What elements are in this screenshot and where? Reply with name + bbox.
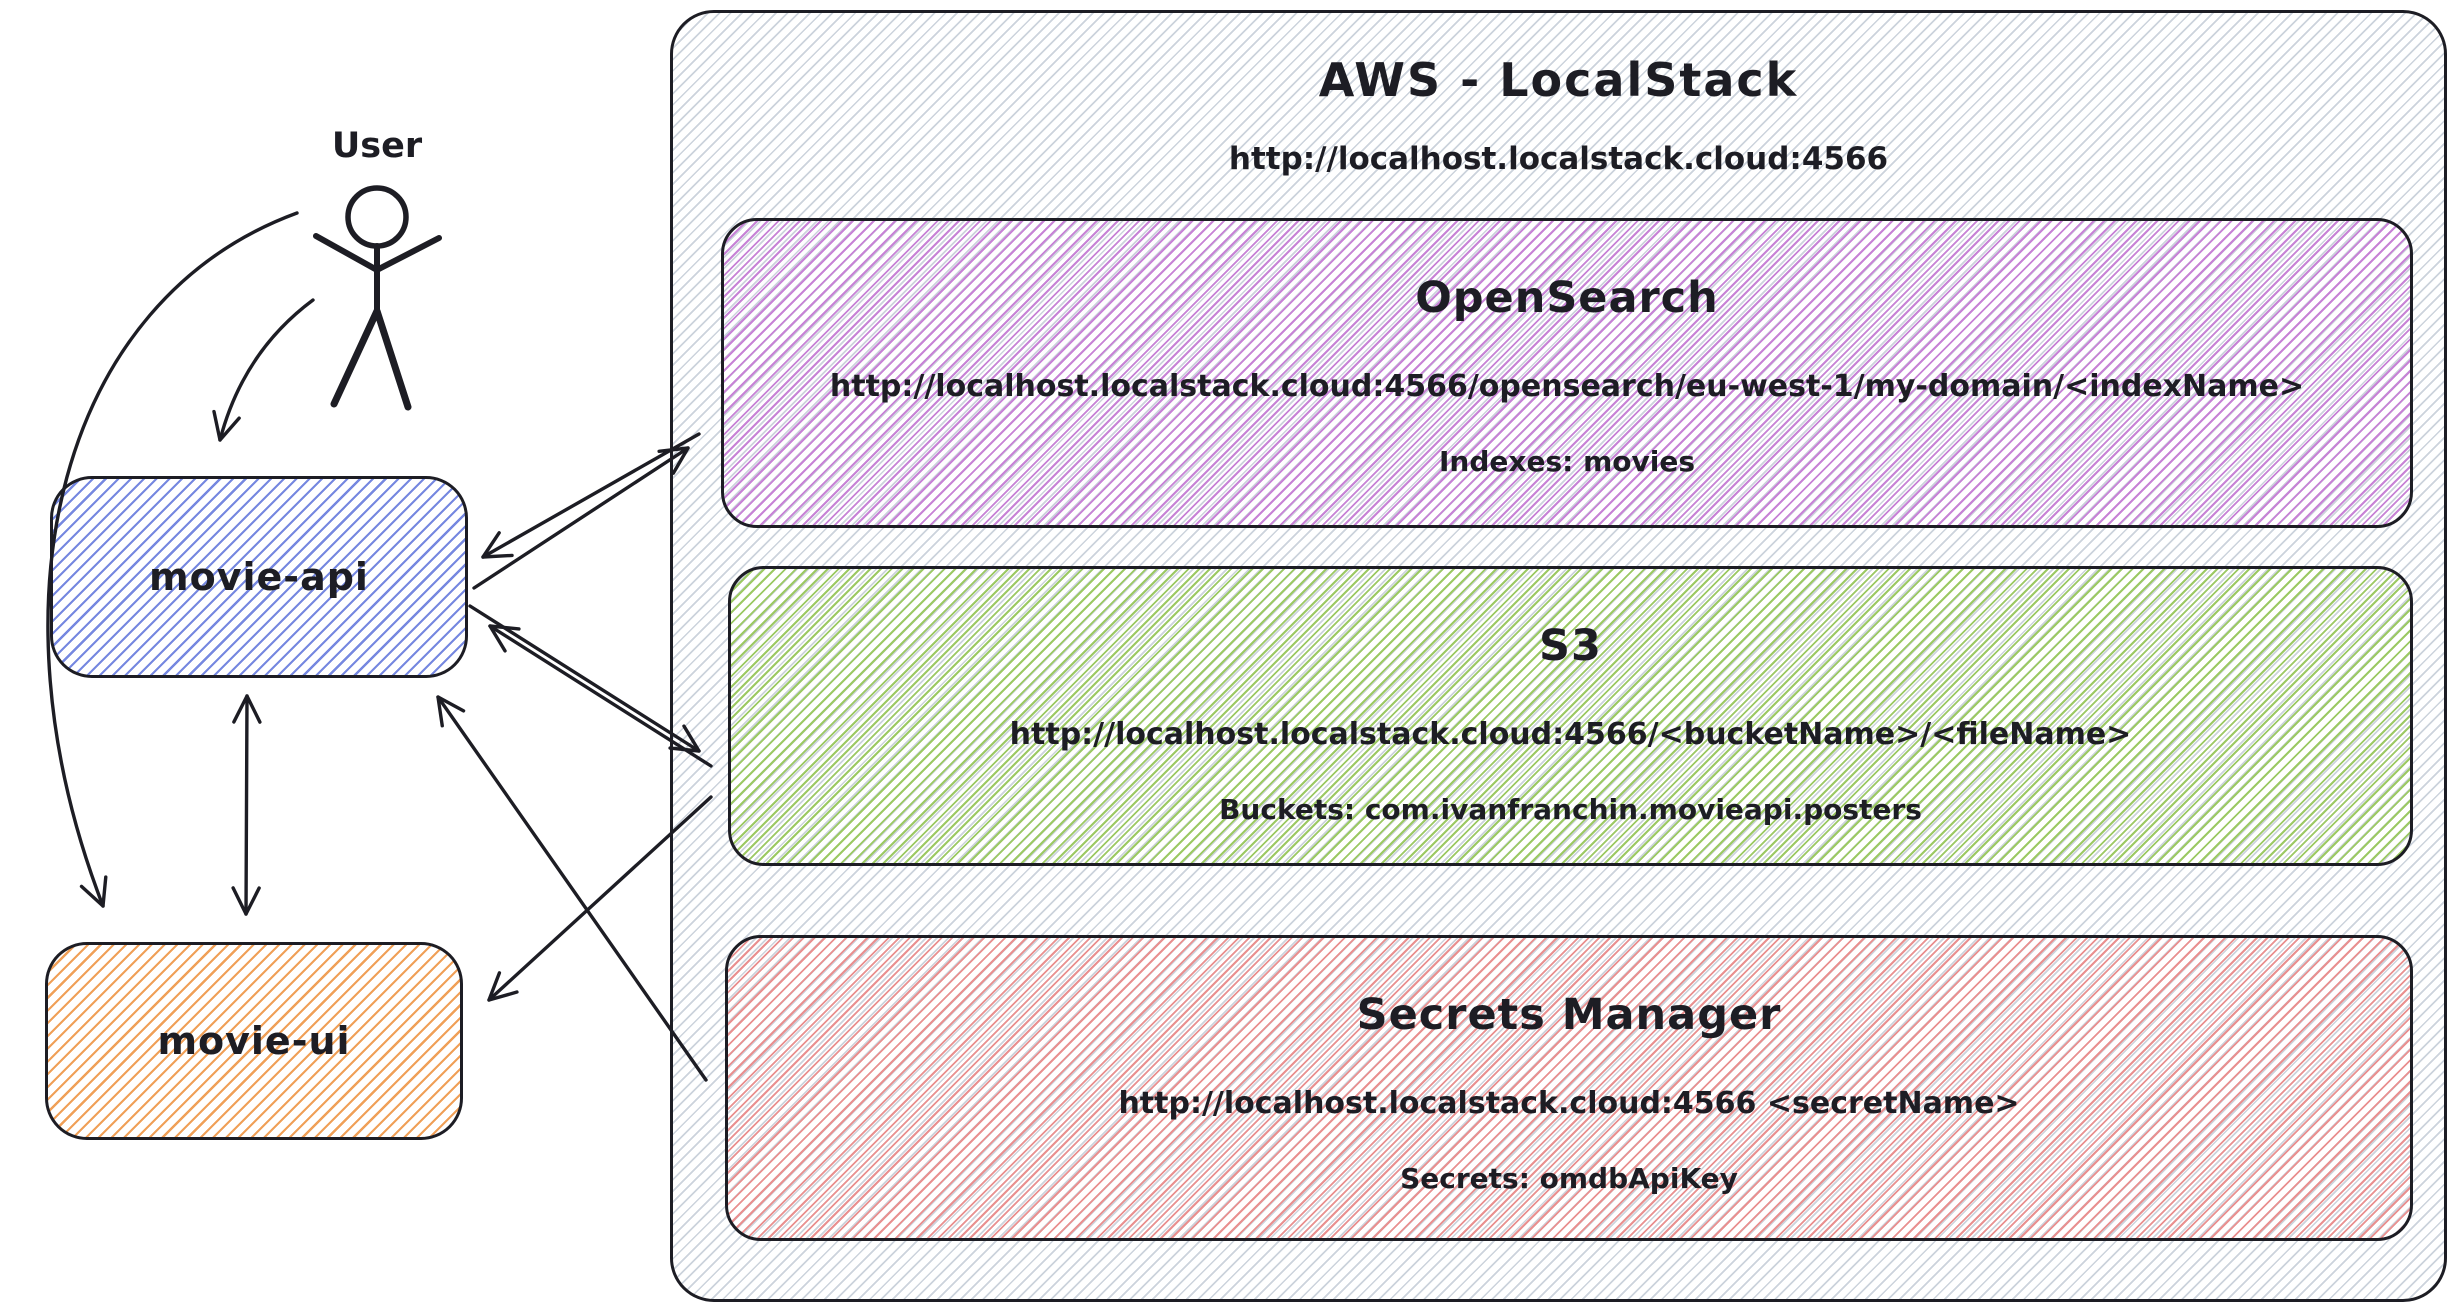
opensearch-url: http://localhost.localstack.cloud:4566/o… (829, 369, 2305, 404)
opensearch-indexes: Indexes: movies (1439, 445, 1695, 478)
user-figure (313, 185, 442, 411)
arrow-user-to-movie-api (212, 298, 315, 442)
aws-title: AWS - LocalStack (1318, 53, 1799, 107)
arrow-movie-api-to-s3 (468, 604, 701, 753)
aws-url: http://localhost.localstack.cloud:4566 (1228, 141, 1889, 177)
movie-api-node: movie-api (50, 476, 468, 678)
user-legs (330, 307, 412, 411)
user-label: User (331, 126, 423, 166)
arrow-movie-api-movie-ui-bidirectional (231, 694, 262, 916)
movie-ui-node: movie-ui (45, 942, 463, 1140)
arrow-movie-api-to-opensearch (472, 446, 690, 590)
secrets-manager-secrets: Secrets: omdbApiKey (1400, 1162, 1738, 1195)
s3-buckets: Buckets: com.ivanfranchin.movieapi.poste… (1219, 793, 1922, 826)
s3-title: S3 (1539, 621, 1602, 671)
aws-localstack-container: AWS - LocalStack http://localhost.locals… (670, 10, 2447, 1302)
opensearch-box: OpenSearch http://localhost.localstack.c… (721, 218, 2413, 528)
opensearch-title: OpenSearch (1415, 273, 1719, 323)
arrow-secrets-manager-to-movie-api (436, 695, 708, 1082)
s3-box: S3 http://localhost.localstack.cloud:456… (728, 566, 2413, 866)
arrow-opensearch-to-movie-api (481, 432, 701, 559)
movie-api-label: movie-api (149, 555, 369, 599)
secrets-manager-url: http://localhost.localstack.cloud:4566 <… (1118, 1086, 2020, 1121)
user-arms (313, 233, 442, 273)
secrets-manager-title: Secrets Manager (1356, 990, 1782, 1040)
movie-ui-label: movie-ui (157, 1019, 351, 1063)
user-head (345, 185, 409, 249)
secrets-manager-box: Secrets Manager http://localhost.localst… (725, 935, 2413, 1241)
s3-url: http://localhost.localstack.cloud:4566/<… (1009, 717, 2132, 752)
